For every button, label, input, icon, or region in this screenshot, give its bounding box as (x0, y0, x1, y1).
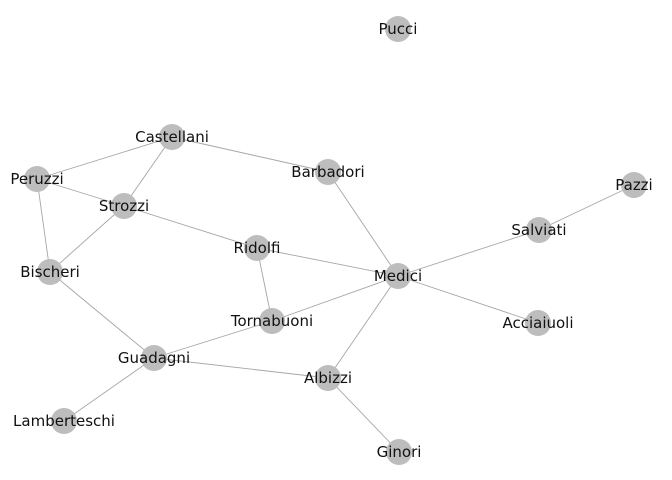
edge-tornabuoni-guadagni (153, 320, 273, 359)
node-label-medici: Medici (374, 267, 422, 285)
edge-strozzi-ridolfi (123, 205, 258, 249)
node-peruzzi: Peruzzi (10, 166, 64, 192)
node-label-ginori: Ginori (377, 443, 422, 461)
edge-guadagni-lamberteschi (63, 357, 155, 422)
node-label-bischeri: Bischeri (20, 263, 80, 281)
node-circle-tornabuoni (259, 308, 285, 334)
node-circle-peruzzi (24, 166, 50, 192)
node-label-barbadori: Barbadori (291, 163, 364, 181)
node-tornabuoni: Tornabuoni (230, 308, 313, 334)
node-barbadori: Barbadori (291, 159, 365, 185)
edge-medici-tornabuoni (271, 275, 399, 322)
node-guadagni: Guadagni (118, 345, 190, 371)
node-ginori: Ginori (377, 439, 422, 465)
node-label-albizzi: Albizzi (304, 369, 352, 387)
node-label-ridolfi: Ridolfi (234, 239, 281, 257)
node-ridolfi: Ridolfi (234, 235, 281, 261)
node-pazzi: Pazzi (615, 172, 653, 198)
edge-strozzi-bischeri (49, 205, 125, 273)
node-label-pazzi: Pazzi (615, 176, 652, 194)
edge-castellani-strozzi (123, 136, 173, 207)
node-label-tornabuoni: Tornabuoni (230, 312, 313, 330)
node-circle-barbadori (315, 159, 341, 185)
node-label-castellani: Castellani (135, 128, 209, 146)
node-circle-bischeri (37, 259, 63, 285)
node-label-guadagni: Guadagni (118, 349, 190, 367)
node-pucci: Pucci (379, 16, 418, 42)
edge-pazzi-salviati (538, 184, 635, 231)
node-circle-pazzi (621, 172, 647, 198)
node-circle-strozzi (111, 193, 137, 219)
edge-albizzi-ginori (327, 377, 400, 453)
node-medici: Medici (374, 263, 422, 289)
edge-ridolfi-medici (256, 247, 399, 277)
node-label-pucci: Pucci (379, 20, 418, 38)
edge-peruzzi-bischeri (36, 178, 51, 273)
node-circle-lamberteschi (51, 408, 77, 434)
edge-salviati-medici (397, 229, 540, 277)
node-lamberteschi: Lamberteschi (13, 408, 115, 434)
node-circle-guadagni (141, 345, 167, 371)
edge-peruzzi-strozzi (36, 178, 125, 207)
node-label-strozzi: Strozzi (99, 197, 149, 215)
edge-castellani-peruzzi (36, 136, 173, 180)
node-castellani: Castellani (135, 124, 209, 150)
node-circle-acciaiuoli (525, 310, 551, 336)
node-label-acciaiuoli: Acciaiuoli (502, 314, 573, 332)
edge-medici-albizzi (327, 275, 399, 379)
node-label-salviati: Salviati (511, 221, 566, 239)
node-acciaiuoli: Acciaiuoli (502, 310, 574, 336)
node-circle-salviati (526, 217, 552, 243)
node-label-lamberteschi: Lamberteschi (13, 412, 115, 430)
node-circle-castellani (159, 124, 185, 150)
edge-bischeri-guadagni (49, 271, 155, 359)
node-albizzi: Albizzi (304, 365, 352, 391)
node-bischeri: Bischeri (20, 259, 80, 285)
node-circle-medici (385, 263, 411, 289)
edge-barbadori-medici (327, 171, 399, 277)
edge-castellani-barbadori (171, 136, 329, 173)
edge-medici-acciaiuoli (397, 275, 539, 324)
edge-layer (36, 136, 635, 453)
node-circle-albizzi (315, 365, 341, 391)
node-circle-ridolfi (244, 235, 270, 261)
node-strozzi: Strozzi (99, 193, 149, 219)
node-salviati: Salviati (511, 217, 567, 243)
node-circle-ginori (386, 439, 412, 465)
edge-guadagni-albizzi (153, 357, 329, 379)
node-circle-pucci (385, 16, 411, 42)
node-label-peruzzi: Peruzzi (10, 170, 63, 188)
